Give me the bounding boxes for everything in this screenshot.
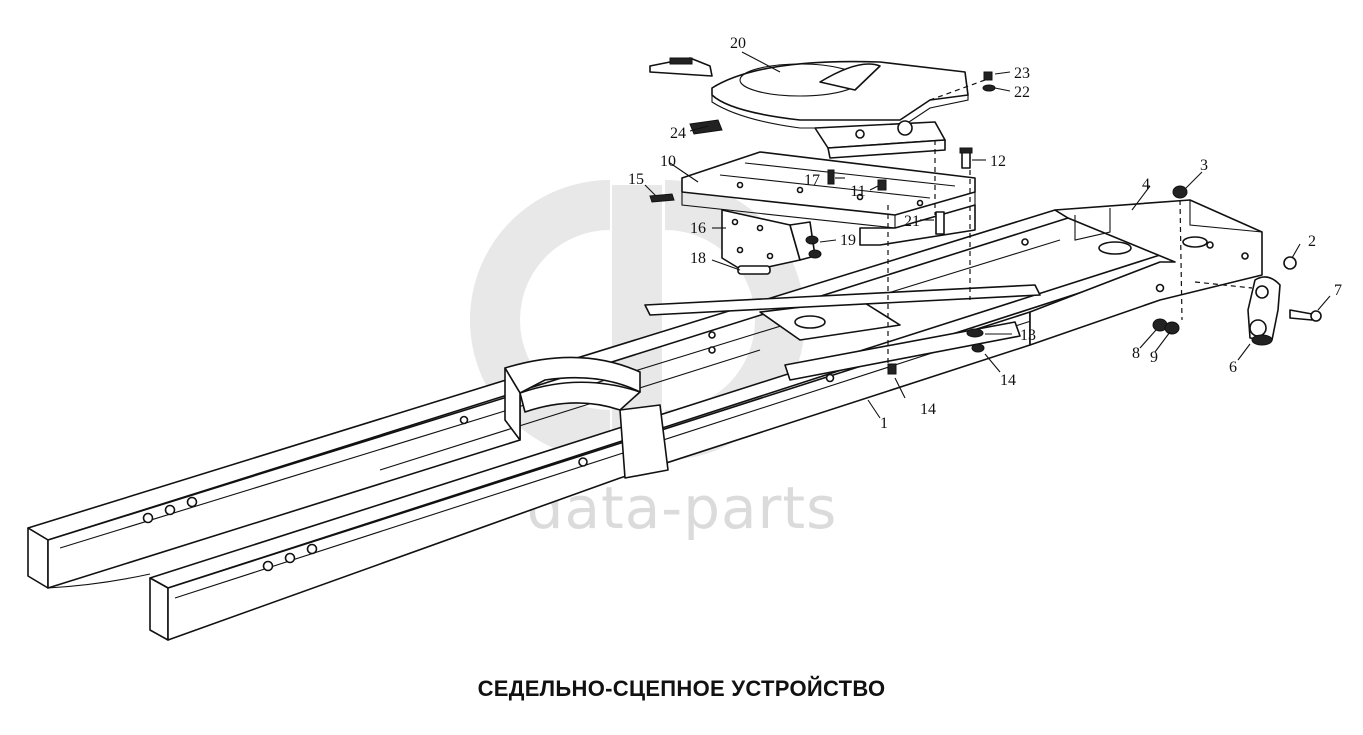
callout-22: 22 [1014, 84, 1030, 101]
callout-10: 10 [660, 153, 676, 170]
callout-14-right: 14 [1000, 372, 1016, 389]
callout-14-left: 14 [920, 401, 936, 418]
callout-4: 4 [1142, 176, 1150, 193]
frame-assembly [27, 199, 1263, 641]
callout-17: 17 [804, 172, 820, 189]
callout-20: 20 [730, 35, 746, 52]
fasteners [805, 71, 1322, 375]
mounting-angle-right [784, 321, 1021, 381]
callout-18: 18 [690, 250, 706, 267]
callout-labels: 20 23 22 24 12 10 15 17 11 21 16 19 18 4… [628, 35, 1342, 432]
callout-13: 13 [1020, 327, 1036, 344]
rail-right-web [149, 577, 169, 641]
callout-1: 1 [880, 415, 888, 432]
callout-21: 21 [904, 213, 920, 230]
side-bracket [721, 209, 801, 273]
callout-15: 15 [628, 171, 644, 188]
mounting-angle-left [644, 284, 1041, 316]
leader-lines [644, 51, 1331, 419]
callout-24: 24 [670, 125, 686, 142]
callout-12: 12 [990, 153, 1006, 170]
callout-3: 3 [1200, 157, 1208, 174]
callout-8: 8 [1132, 345, 1140, 362]
callout-16: 16 [690, 220, 706, 237]
callout-11: 11 [850, 183, 865, 200]
callout-2: 2 [1308, 233, 1316, 250]
callout-6: 6 [1229, 359, 1237, 376]
diagram-caption: СЕДЕЛЬНО-СЦЕПНОЕ УСТРОЙСТВО [477, 676, 886, 701]
rear-cross-member [1029, 199, 1263, 346]
callout-9: 9 [1150, 349, 1158, 366]
callout-19: 19 [840, 232, 856, 249]
fifth-wheel-top-plate [649, 57, 969, 159]
assembly-guide-lines [887, 79, 1253, 370]
callout-23: 23 [1014, 65, 1030, 82]
middle-cross-member [504, 356, 641, 394]
callout-7: 7 [1334, 282, 1342, 299]
